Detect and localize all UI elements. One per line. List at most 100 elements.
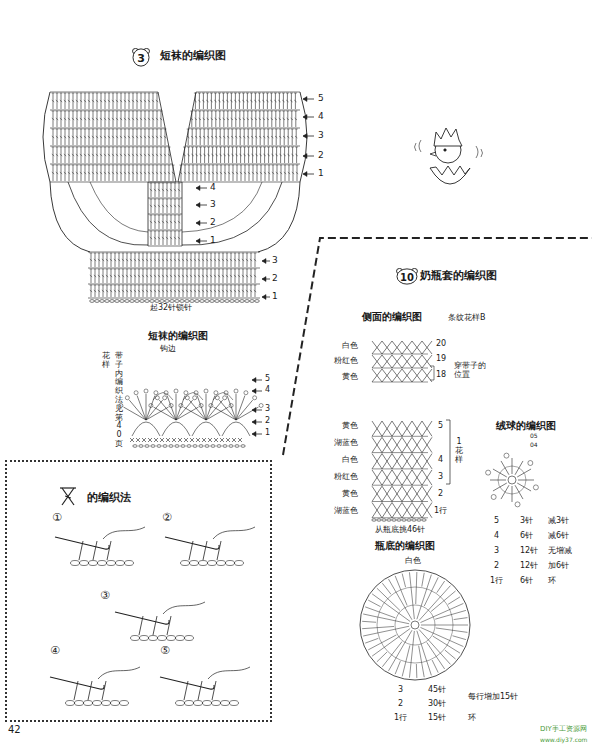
yarn-loop [158, 636, 167, 641]
stitch-post [198, 681, 202, 700]
double-crochet [124, 165, 127, 166]
row-line [88, 284, 260, 285]
double-crochet [53, 111, 54, 127]
crossed-stitch [412, 355, 422, 368]
crossed-stitch [412, 503, 422, 518]
double-crochet [267, 136, 269, 138]
double-crochet [106, 275, 108, 277]
double-crochet [155, 253, 156, 267]
double-crochet [248, 147, 249, 163]
double-crochet [281, 165, 282, 181]
arrow-head [303, 154, 307, 159]
double-crochet [153, 165, 154, 181]
double-crochet [291, 111, 292, 127]
crossed-stitch [372, 341, 382, 354]
yarn-loop [89, 561, 98, 566]
double-crochet [291, 136, 293, 138]
double-crochet [227, 285, 228, 297]
chart-label: 05 [530, 433, 538, 440]
arrow-head [303, 115, 307, 120]
double-crochet [253, 165, 254, 181]
base-stitch [395, 576, 407, 606]
picot [149, 404, 153, 408]
double-crochet [131, 269, 132, 283]
double-crochet [109, 111, 110, 127]
double-crochet [246, 290, 248, 292]
double-crochet [231, 93, 232, 109]
chain-stitch [387, 519, 391, 521]
row-line [50, 110, 162, 111]
double-crochet [178, 237, 180, 239]
double-crochet [101, 129, 102, 145]
double-crochet [239, 111, 240, 127]
double-crochet [163, 253, 164, 267]
double-crochet [259, 129, 262, 130]
chain-stitch [169, 445, 173, 448]
double-crochet [267, 129, 270, 130]
heel-arc [90, 182, 148, 232]
double-crochet [234, 285, 237, 286]
double-crochet [148, 93, 151, 94]
double-crochet [149, 111, 150, 127]
double-crochet [56, 147, 59, 148]
double-crochet [157, 129, 158, 145]
double-crochet [275, 118, 277, 120]
double-crochet [92, 129, 95, 130]
crossed-stitch [412, 421, 422, 436]
double-crochet [152, 147, 155, 148]
double-crochet [77, 147, 78, 163]
double-crochet [220, 147, 221, 163]
double-crochet [131, 285, 132, 297]
double-crochet [134, 253, 137, 254]
double-crochet [275, 93, 276, 109]
double-crochet [116, 136, 118, 138]
double-crochet [111, 253, 112, 267]
double-crochet [296, 172, 298, 174]
double-crochet [211, 118, 213, 120]
double-crochet [192, 129, 193, 145]
double-crochet [144, 147, 147, 148]
chart-label: 黄色 [342, 373, 358, 382]
crossed-stitch [412, 421, 422, 436]
double-crochet [242, 285, 245, 286]
double-crochet [135, 285, 136, 297]
single-crochet [136, 438, 140, 442]
double-crochet [152, 165, 155, 166]
double-crochet [142, 253, 145, 254]
double-crochet [232, 129, 233, 145]
double-crochet [160, 172, 162, 174]
crossed-stitch [422, 486, 432, 501]
double-crochet [256, 165, 259, 166]
double-crochet [159, 253, 160, 267]
double-crochet [263, 129, 266, 130]
single-crochet [184, 438, 188, 442]
double-crochet [150, 285, 153, 286]
double-crochet [53, 129, 54, 145]
yarn-loop [208, 561, 217, 566]
single-crochet [202, 438, 206, 442]
double-crochet [234, 111, 237, 112]
chart-label: 无增减 [548, 547, 572, 556]
double-crochet [264, 172, 266, 174]
double-crochet [187, 285, 188, 297]
double-crochet [202, 290, 204, 292]
yarn-loop [176, 636, 185, 641]
stitch-post [102, 681, 106, 700]
double-crochet [156, 100, 158, 102]
double-crochet [122, 290, 124, 292]
double-crochet [283, 147, 286, 148]
double-crochet [98, 275, 100, 277]
double-crochet [167, 215, 168, 229]
crossed-stitch [372, 470, 382, 485]
double-crochet [118, 259, 120, 261]
double-crochet [257, 165, 258, 181]
chain-stitch [135, 300, 140, 303]
chart-label: 粉红色 [334, 473, 358, 482]
double-crochet [140, 154, 142, 156]
double-crochet [198, 285, 201, 286]
double-crochet [145, 165, 146, 181]
base-stitch [389, 579, 413, 620]
pom-loop [486, 470, 491, 475]
double-crochet [119, 269, 120, 283]
double-crochet [216, 172, 218, 174]
